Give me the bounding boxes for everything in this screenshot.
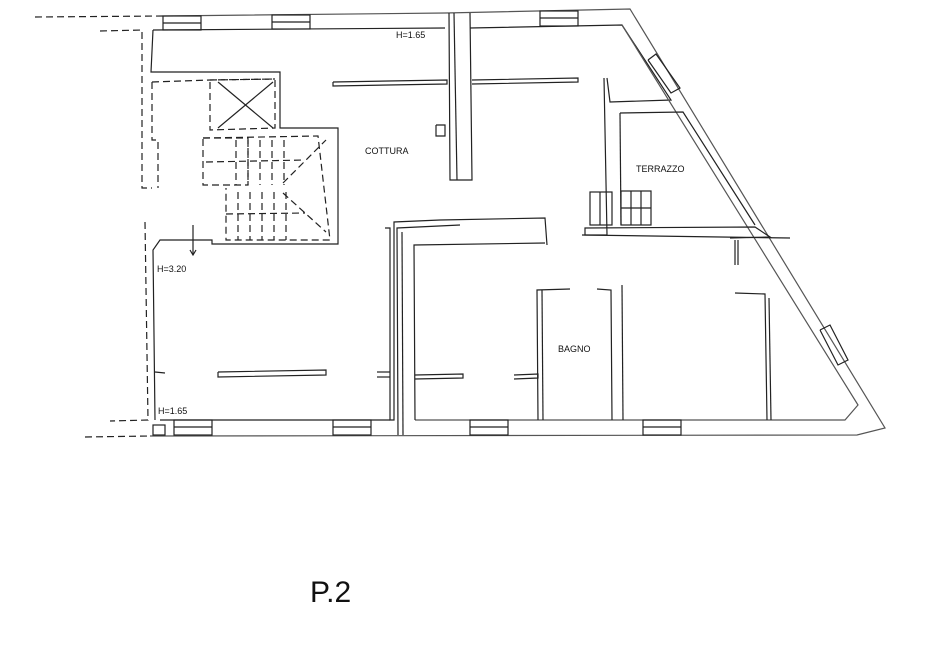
height-label-top: H=1.65	[396, 30, 425, 40]
exterior-walls	[149, 8, 886, 437]
room-labels: H=1.65 COTTURA TERRAZZO H=3.20 H=1.65 BA…	[157, 30, 685, 416]
height-label-bottom: H=1.65	[158, 406, 187, 416]
room-label-bathroom: BAGNO	[558, 344, 591, 354]
height-label-stair: H=3.20	[157, 264, 186, 274]
windows	[152, 10, 849, 436]
interior-walls	[154, 12, 791, 436]
room-label-terrace: TERRAZZO	[636, 164, 685, 174]
staircase	[189, 78, 652, 257]
room-label-kitchen: COTTURA	[365, 146, 409, 156]
floor-title: P.2	[310, 576, 351, 609]
